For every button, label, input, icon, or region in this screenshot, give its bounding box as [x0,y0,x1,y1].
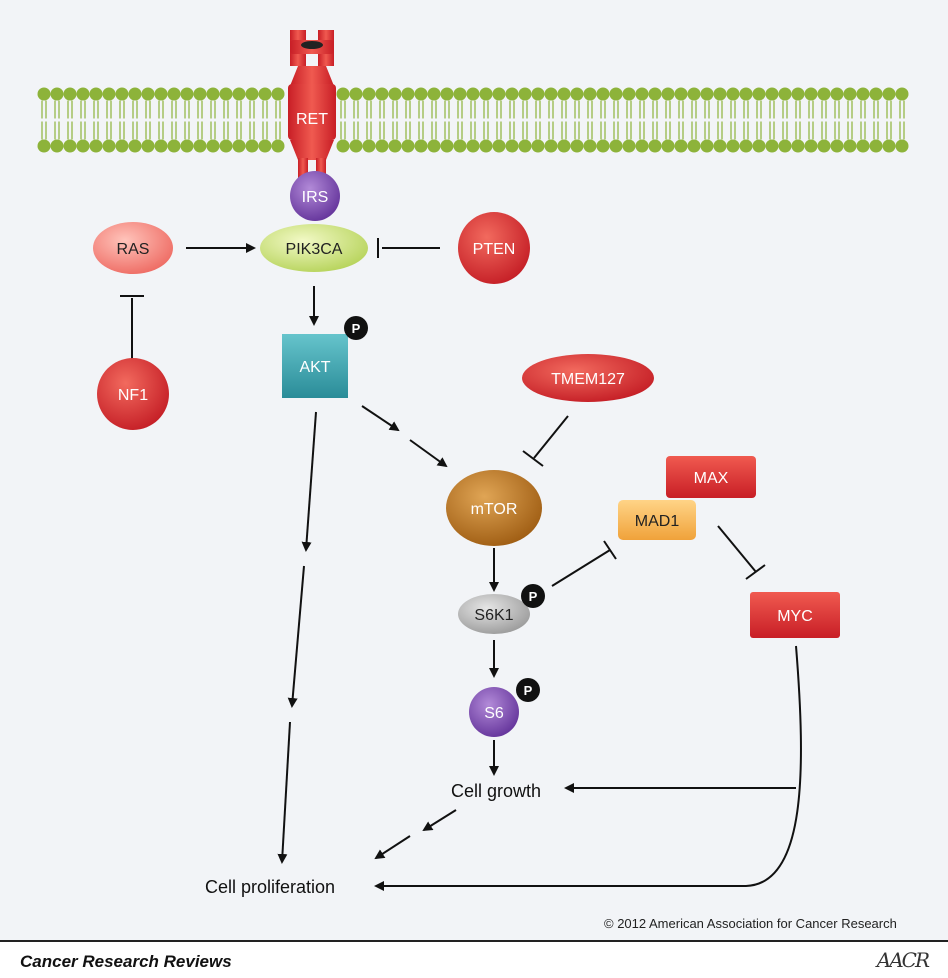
arrow-akt-to-prolif-2 [287,565,305,708]
pik3ca-label: PIK3CA [286,241,343,258]
pten-node [458,212,530,284]
pik3ca-node [260,224,368,272]
irs-label: IRS [302,189,329,206]
max-label: MAX [694,470,729,487]
cell-growth-label: Cell growth [451,781,541,801]
ras-label: RAS [117,241,150,258]
myc-label: MYC [777,608,813,625]
ret-receptor [288,30,336,178]
ret-label: RET [296,111,328,128]
copyright-notice: © 2012 American Association for Cancer R… [604,916,897,931]
akt-phospho-badge [344,316,368,340]
inhibit-bar-tmem127 [522,450,544,467]
s6-phospho-label: P [524,683,533,698]
max-node [666,456,756,498]
akt-node [282,334,348,398]
akt-phospho-label: P [352,321,361,336]
inhibit-bar-mad1 [745,564,766,580]
tmem127-node [522,354,654,402]
arrow-growth-to-prolif-1 [422,809,457,832]
akt-label: AKT [299,359,330,376]
mtor-label: mTOR [471,501,518,518]
arrow-akt-to-prolif-3 [277,721,291,864]
s6k1-phospho-label: P [529,589,538,604]
publisher-logo: AACR [876,948,930,972]
irs-node [290,171,340,221]
journal-footer: Cancer Research Reviews AACR [0,940,948,978]
s6k1-node [458,594,530,634]
journal-name: Cancer Research Reviews [20,952,232,971]
cell-membrane [37,87,909,153]
mad1-node [618,500,696,540]
nf1-label: NF1 [118,387,148,404]
inhibit-bar-s6k1 [603,540,617,560]
myc-node [750,592,840,638]
mad1-label: MAD1 [635,513,680,530]
s6k1-phospho-badge [521,584,545,608]
inhibit-mad1-myc [717,525,757,573]
pten-label: PTEN [473,241,516,258]
arrow-growth-to-prolif-2 [374,835,411,860]
tmem127-label: TMEM127 [551,371,625,388]
arrow-myc-to-prolif [374,645,802,891]
cell-proliferation-label: Cell proliferation [205,877,335,897]
pathway-diagram: RET IRS PIK3CA RAS PTEN A [37,30,909,897]
arrow-akt-to-mtor-1 [361,405,400,432]
inhibit-tmem127-mtor [533,415,569,459]
s6-label: S6 [484,705,504,722]
mtor-node [446,470,542,546]
pathway-edges [120,238,802,891]
s6-node [469,687,519,737]
nf1-node [97,358,169,430]
arrow-akt-to-prolif-1 [301,411,317,552]
arrow-akt-to-mtor-2 [409,439,448,468]
s6-phospho-badge [516,678,540,702]
ras-node [93,222,173,274]
inhibit-s6k1-mad1 [551,549,611,587]
s6k1-label: S6K1 [474,607,513,624]
